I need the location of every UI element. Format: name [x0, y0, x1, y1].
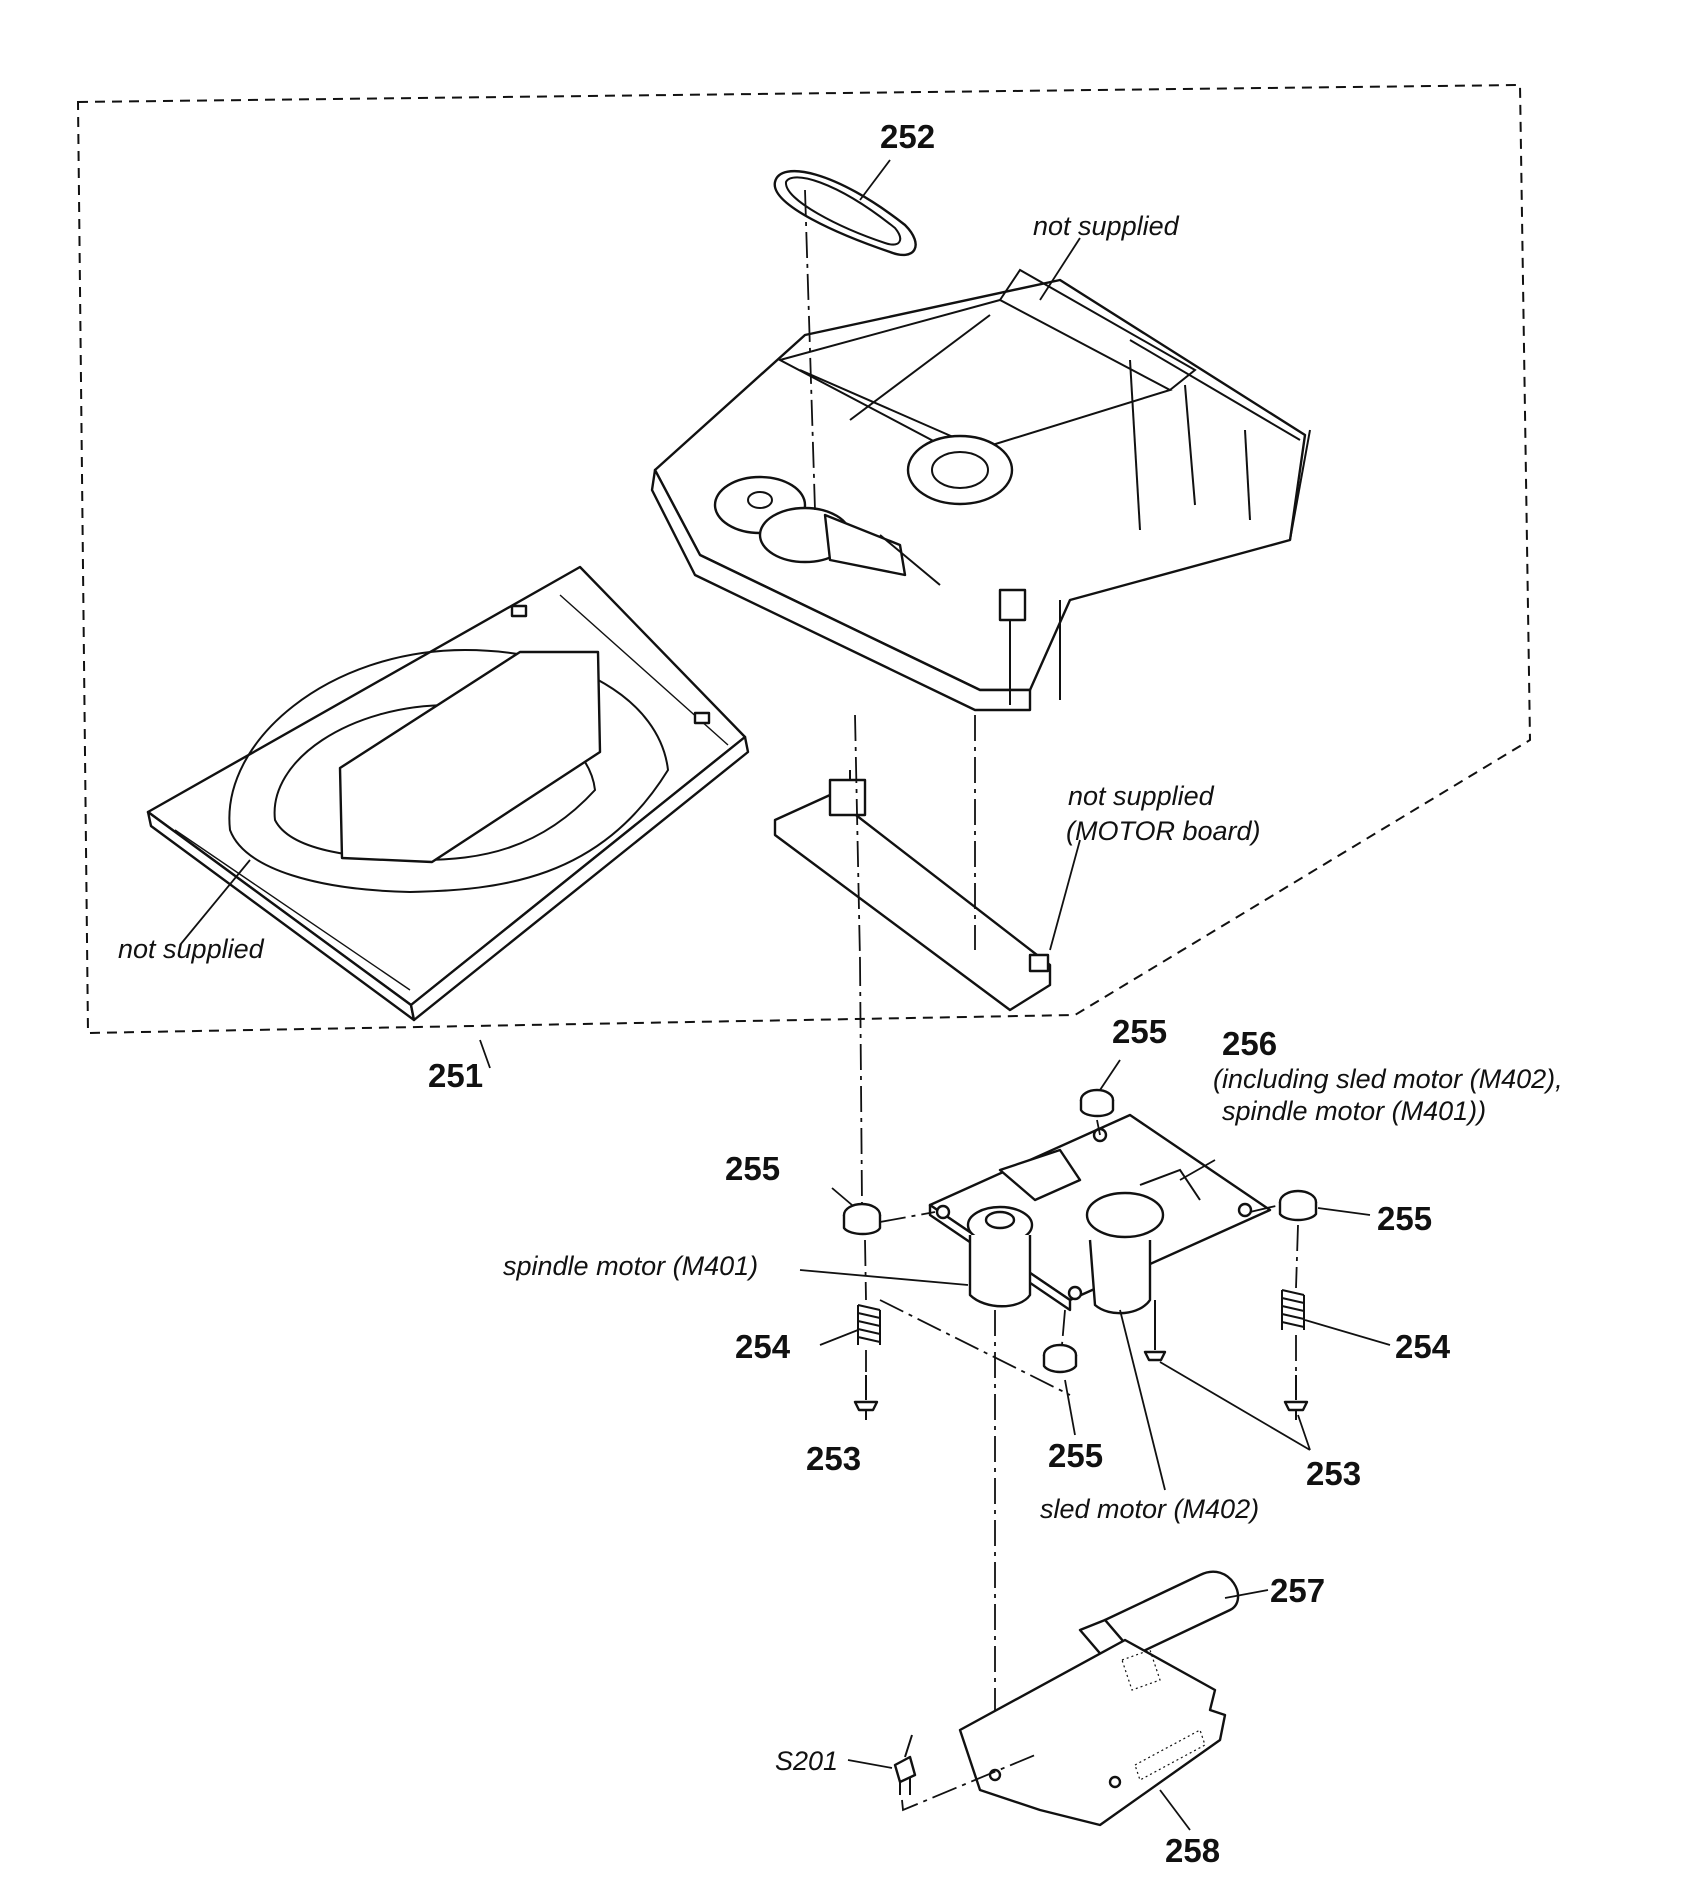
mechanism-deck	[650, 268, 1311, 712]
assembly-251-boundary	[76, 83, 1532, 1035]
note-spindle-motor: spindle motor (M401)	[503, 1251, 758, 1281]
note-not-supplied-mechanism: not supplied	[1033, 211, 1180, 241]
part-number-258: 258	[1165, 1832, 1220, 1869]
part-number-255-left: 255	[725, 1150, 780, 1187]
part-number-251: 251	[428, 1057, 483, 1094]
note-not-supplied-tray: not supplied	[118, 934, 265, 964]
part-number-255-right: 255	[1377, 1200, 1432, 1237]
leader-sled-motor	[1119, 1309, 1166, 1491]
motor-base	[928, 1113, 1272, 1315]
axis-cushion-top	[1096, 1119, 1101, 1136]
leader-not-supplied-mechanism	[1039, 237, 1081, 301]
part-number-257: 257	[1270, 1572, 1325, 1609]
cushion-bottom	[1042, 1343, 1078, 1374]
part-number-255-top: 255	[1112, 1013, 1167, 1050]
axis-s201	[901, 1754, 1036, 1812]
axis-belt	[804, 189, 816, 511]
screw-center	[1143, 1300, 1167, 1362]
part-number-255-bottom: 255	[1048, 1437, 1103, 1474]
screw-left	[853, 1375, 879, 1420]
leader-not-supplied-motor-board	[1049, 839, 1081, 951]
leader-spindle-motor	[799, 1269, 969, 1286]
cushion-right	[1278, 1189, 1318, 1222]
axis-cushion-right	[1249, 1204, 1281, 1213]
leader-255-right	[1317, 1207, 1371, 1216]
note-motor-board: (MOTOR board)	[1066, 816, 1261, 846]
disc-tray	[146, 565, 750, 1022]
leader-256	[1179, 1159, 1216, 1181]
leader-257	[1224, 1589, 1269, 1599]
spring-right	[1281, 1289, 1305, 1330]
axis-cushion-bottom	[1061, 1309, 1066, 1346]
leader-254-left	[819, 1329, 859, 1346]
note-not-supplied-motor-board: not supplied	[1068, 781, 1215, 811]
leader-255-top	[1099, 1059, 1121, 1091]
spring-left	[857, 1304, 881, 1345]
relay-pcb	[958, 1638, 1227, 1827]
part-number-253-left: 253	[806, 1440, 861, 1477]
part-number-253-right: 253	[1306, 1455, 1361, 1492]
screw-right	[1283, 1375, 1309, 1420]
leader-252	[859, 159, 891, 201]
axis-cushion-left	[879, 1211, 936, 1223]
drive-belt	[773, 169, 917, 257]
note-s201: S201	[775, 1746, 838, 1776]
part-number-256: 256	[1222, 1025, 1277, 1062]
axis-spring-right	[1295, 1224, 1299, 1289]
leader-254-right	[1304, 1319, 1391, 1346]
motor-board	[773, 770, 1052, 1012]
part-number-254-left: 254	[735, 1328, 791, 1365]
leader-not-supplied-tray	[179, 859, 251, 946]
note-256-line1: (including sled motor (M402),	[1213, 1064, 1563, 1094]
axis-spindle-diagonal	[879, 1299, 1071, 1396]
cushion-top	[1079, 1088, 1115, 1118]
leader-255-left	[831, 1187, 853, 1206]
cushion-left	[842, 1202, 882, 1236]
axis-to-mount-left	[859, 959, 863, 1206]
leader-251	[479, 1039, 491, 1069]
part-number-252: 252	[880, 118, 935, 155]
leader-258	[1159, 1789, 1191, 1831]
leader-s201	[847, 1759, 893, 1769]
axis-spring-left	[864, 1239, 867, 1301]
leader-255-bottom	[1064, 1379, 1076, 1436]
note-256-line2: spindle motor (M401))	[1222, 1096, 1486, 1126]
leader-253-right	[1159, 1361, 1311, 1451]
switch-s201	[893, 1734, 917, 1795]
part-number-254-right: 254	[1395, 1328, 1451, 1365]
note-sled-motor: sled motor (M402)	[1040, 1494, 1259, 1524]
